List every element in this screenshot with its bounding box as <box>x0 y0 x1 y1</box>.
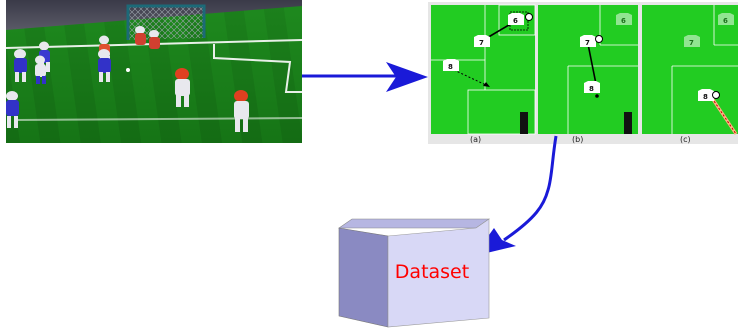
robot <box>98 49 111 82</box>
panel-a: 6 7 8 (a) <box>431 4 536 144</box>
robot-jersey-icon: 8 <box>443 59 459 71</box>
robot-jersey-icon: 6 <box>718 13 734 25</box>
dataset-cube-icon: Dataset <box>338 218 490 328</box>
robot-jersey-icon: 6 <box>508 13 524 25</box>
player-number: 6 <box>723 17 728 25</box>
soccer-ball-icon <box>525 13 533 21</box>
robot-jersey-icon: 6 <box>616 13 632 25</box>
robot-jersey-icon: 8 <box>698 89 714 101</box>
ball <box>126 68 130 72</box>
robot-jersey-icon: 8 <box>584 81 600 93</box>
player-number: 8 <box>703 93 708 101</box>
robot <box>14 49 27 82</box>
player-number: 7 <box>585 39 590 47</box>
soccer-ball-icon <box>595 35 603 43</box>
robot-jersey-icon: 7 <box>474 35 490 47</box>
panel-c: 6 7 8 (c) <box>642 5 738 144</box>
robot-jersey-icon: 7 <box>580 35 596 47</box>
robot-jersey-icon: 7 <box>684 35 700 47</box>
panel-label-a: (a) <box>470 135 481 144</box>
panel-label-c: (c) <box>680 135 691 144</box>
player-number: 6 <box>513 17 518 25</box>
soccer-ball-icon <box>712 91 720 99</box>
arrow-photo-to-panels <box>302 62 428 92</box>
robot <box>6 91 19 128</box>
player-number: 6 <box>621 17 626 25</box>
player-number: 7 <box>479 39 484 47</box>
player-number: 7 <box>689 39 694 47</box>
simulation-photo <box>5 0 303 143</box>
robot <box>135 26 160 49</box>
panel-label-b: (b) <box>572 135 583 144</box>
tactical-panels: 6 7 8 (a) <box>428 2 738 144</box>
panel-b: 6 7 8 (b) <box>538 5 638 144</box>
robots <box>6 26 249 132</box>
robot <box>234 90 249 132</box>
player-number: 8 <box>448 63 453 71</box>
ball-target <box>595 94 599 98</box>
dataset-label: Dataset <box>395 261 469 283</box>
player-number: 8 <box>589 85 594 93</box>
robot <box>175 68 190 107</box>
goal <box>126 4 206 40</box>
robot <box>35 55 46 84</box>
